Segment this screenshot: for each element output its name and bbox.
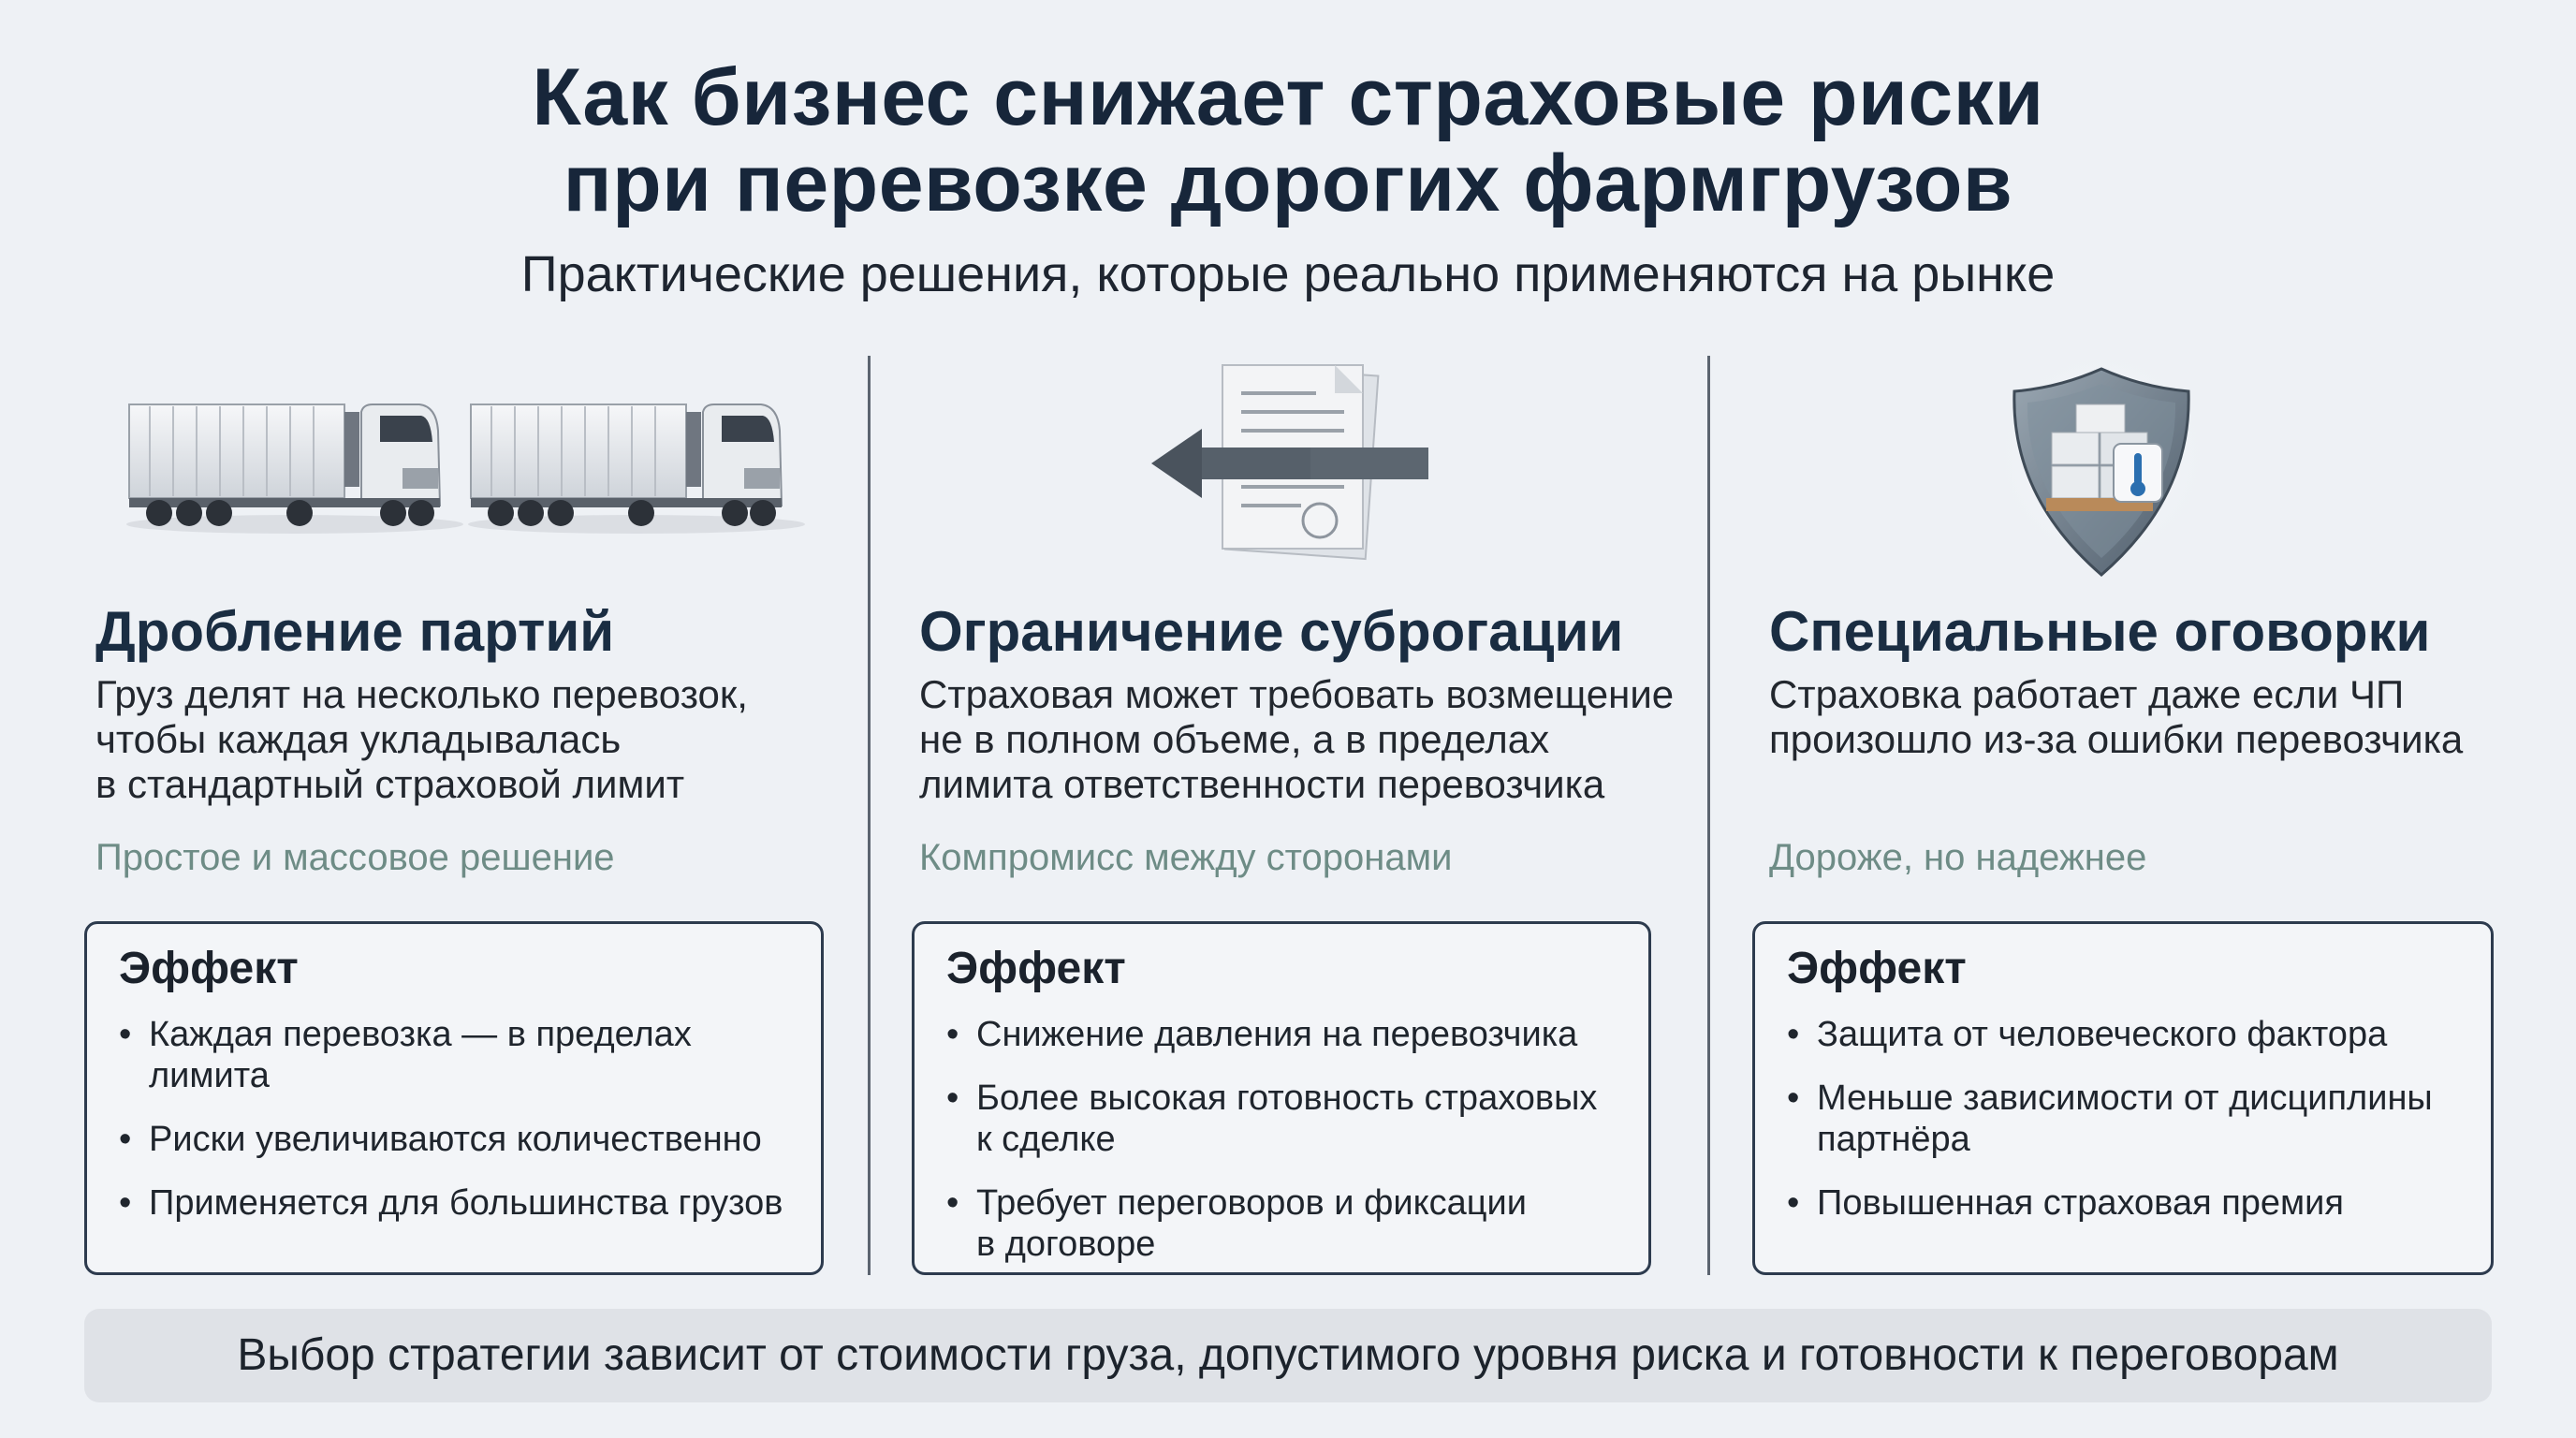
page-title: Как бизнес снижает страховые риски при п… bbox=[0, 54, 2576, 227]
column-divider bbox=[868, 356, 871, 1275]
effect-list: Снижение давления на перевозчика Более в… bbox=[943, 1014, 1597, 1287]
column-description: Страховка работает даже если ЧП произошл… bbox=[1769, 672, 2464, 761]
shield-cargo-icon bbox=[1984, 354, 2218, 590]
effect-item: Применяется для большинства грузов bbox=[115, 1182, 821, 1224]
column-title: Ограничение суброгации bbox=[919, 600, 1624, 663]
effect-item: Меньше зависимости от дисциплины партнёр… bbox=[1783, 1078, 2433, 1160]
effect-item: Защита от человеческого фактора bbox=[1783, 1014, 2433, 1055]
column-description: Груз делят на несколько перевозок, чтобы… bbox=[95, 672, 748, 806]
effect-title: Эффект bbox=[1787, 944, 1967, 993]
column-title: Дробление партий bbox=[95, 600, 615, 663]
page-subtitle: Практические решения, которые реально пр… bbox=[520, 246, 2056, 302]
document-arrow-icon bbox=[1142, 356, 1442, 571]
effect-item: Повышенная страховая премия bbox=[1783, 1182, 2433, 1224]
column-title: Специальные оговорки bbox=[1769, 600, 2431, 663]
effect-box: Эффект Снижение давления на перевозчика … bbox=[912, 921, 1651, 1275]
effect-item: Снижение давления на перевозчика bbox=[943, 1014, 1597, 1055]
footer-banner: Выбор стратегии зависит от стоимости гру… bbox=[84, 1309, 2492, 1402]
column-description: Страховая может требовать возмещение не … bbox=[919, 672, 1675, 806]
effect-title: Эффект bbox=[946, 944, 1126, 993]
page-title-line2: при перевозке дорогих фармгрузов bbox=[563, 139, 2013, 228]
effect-box: Эффект Защита от человеческого фактора М… bbox=[1752, 921, 2494, 1275]
trucks-icon bbox=[122, 356, 814, 552]
column-note: Дороже, но надежнее bbox=[1769, 837, 2147, 878]
effect-item: Риски увеличиваются количественно bbox=[115, 1119, 821, 1160]
effect-list: Каждая перевозка — в пределах лимита Рис… bbox=[115, 1014, 821, 1246]
effect-list: Защита от человеческого фактора Меньше з… bbox=[1783, 1014, 2433, 1246]
column-note: Компромисс между сторонами bbox=[919, 837, 1453, 878]
effect-item: Каждая перевозка — в пределах лимита bbox=[115, 1014, 821, 1096]
effect-title: Эффект bbox=[119, 944, 299, 993]
effect-item: Требует переговоров и фиксации в договор… bbox=[943, 1182, 1597, 1265]
column-divider bbox=[1707, 356, 1710, 1275]
column-note: Простое и массовое решение bbox=[95, 837, 615, 878]
effect-box: Эффект Каждая перевозка — в пределах лим… bbox=[84, 921, 824, 1275]
effect-item: Более высокая готовность страховых к сде… bbox=[943, 1078, 1597, 1160]
page-title-line1: Как бизнес снижает страховые риски bbox=[532, 52, 2044, 142]
